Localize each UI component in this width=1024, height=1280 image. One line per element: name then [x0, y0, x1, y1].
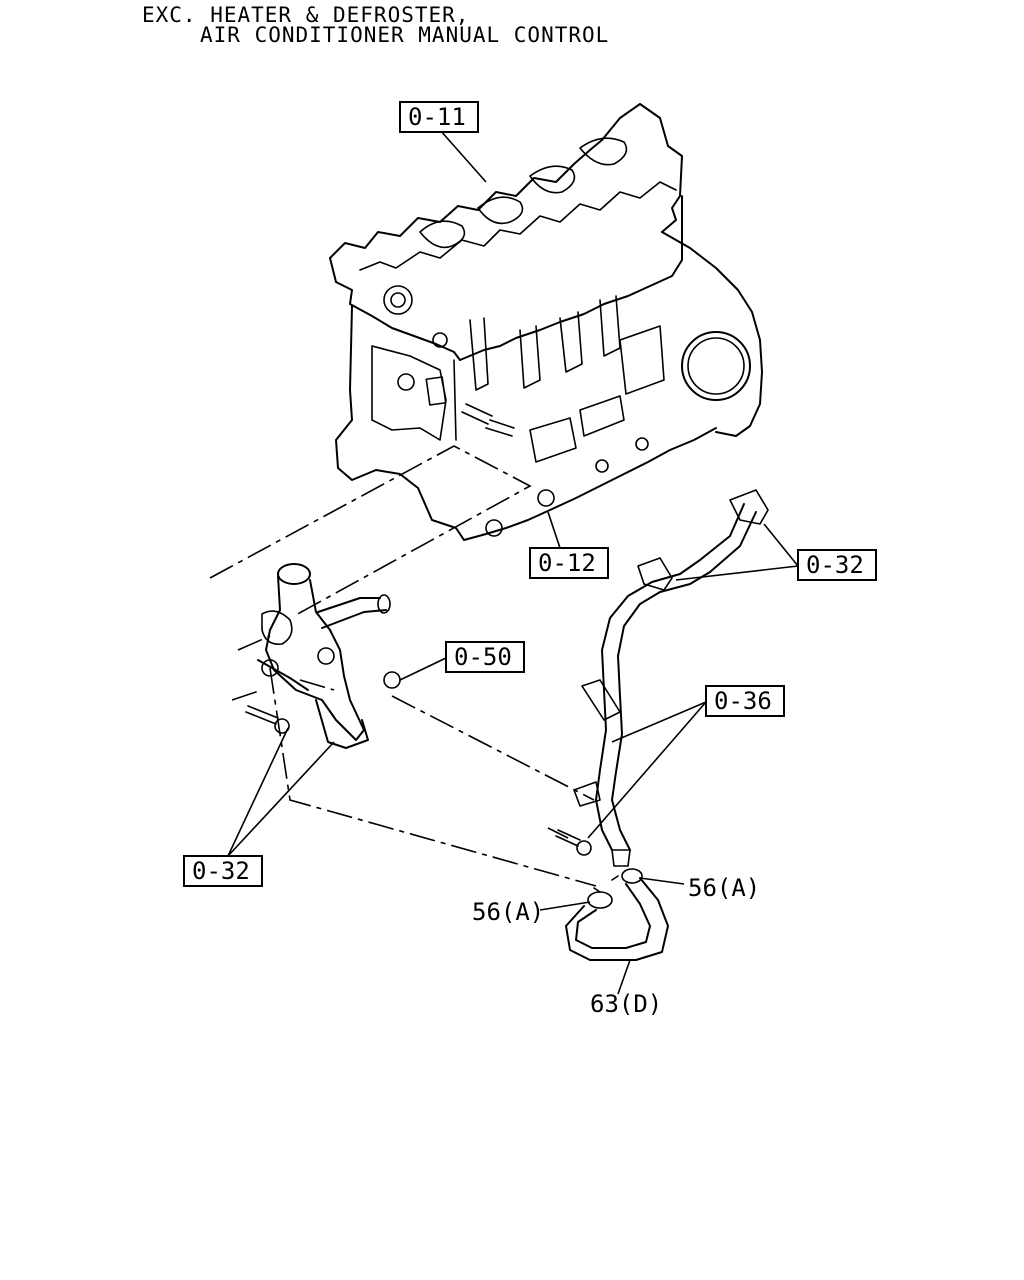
header-line-1: EXC. HEATER & DEFROSTER, [142, 3, 469, 27]
callout-0-11-label: 0-11 [408, 103, 466, 131]
callout-0-36-label: 0-36 [714, 687, 772, 715]
callout-0-50-label: 0-50 [454, 643, 512, 671]
leader-lines [227, 129, 799, 995]
hose-clamp-left [587, 887, 613, 909]
hose [565, 877, 669, 961]
callout-0-12: 0-12 [529, 547, 609, 579]
water-pipe [573, 489, 769, 867]
callout-56a-right: 56(A) [688, 874, 760, 902]
callout-56a-left: 56(A) [472, 898, 544, 926]
callout-0-50: 0-50 [445, 641, 525, 673]
callout-0-12-label: 0-12 [538, 549, 596, 577]
callout-63d: 63(D) [590, 990, 662, 1018]
callout-0-11: 0-11 [399, 101, 479, 133]
header-line-2: AIR CONDITIONER MANUAL CONTROL [200, 23, 609, 47]
callout-0-36: 0-36 [705, 685, 785, 717]
thermostat-housing [245, 563, 592, 856]
callout-0-32-lower-label: 0-32 [192, 857, 250, 885]
assembly-lines [209, 445, 597, 887]
callout-0-32-upper-label: 0-32 [806, 551, 864, 579]
callout-0-32-upper: 0-32 [797, 549, 877, 581]
hose-clamp-right [611, 868, 643, 884]
callout-0-32-lower: 0-32 [183, 855, 263, 887]
engine-block [329, 103, 763, 541]
